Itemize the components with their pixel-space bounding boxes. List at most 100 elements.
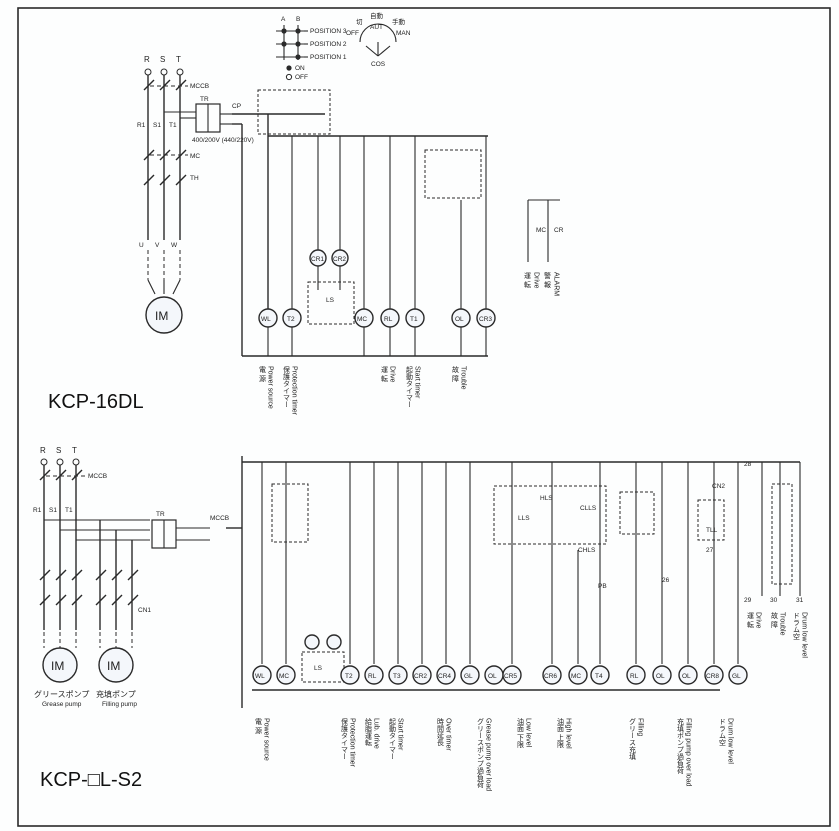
upper-coil-cr3: CR3 bbox=[479, 316, 492, 323]
lower-label-5-jp: 時間延長 bbox=[437, 718, 445, 747]
lower-coil-9: OL bbox=[488, 673, 497, 680]
upper-coil-ol: OL bbox=[455, 316, 464, 323]
terminal-28: 28 bbox=[744, 461, 752, 468]
upper-coil-rl: RL bbox=[384, 316, 393, 323]
upper-w: W bbox=[171, 242, 178, 249]
frame bbox=[17, 7, 831, 827]
lower-diagram: R S T MCCB R1 S1 T1 bbox=[33, 446, 808, 791]
side-drive-jp: 運 転 bbox=[747, 611, 755, 629]
alarm-drive-en: Drive bbox=[533, 272, 540, 288]
cos-off-en: OFF bbox=[346, 30, 359, 37]
lower-label-7-en: Low level bbox=[525, 718, 532, 748]
lower-coil-4: RL bbox=[368, 673, 377, 680]
lower-label-7-jp: 油面 下限 bbox=[517, 717, 525, 749]
terminal-30: 30 bbox=[770, 597, 778, 604]
upper-mc-label: MC bbox=[190, 153, 200, 160]
cos-aut-jp: 自動 bbox=[370, 11, 384, 20]
lower-coil-16: OL bbox=[682, 673, 691, 680]
lower-label-row: 電 源 Power source 保護タイマー Protection timer… bbox=[255, 717, 734, 791]
lower-coil-15: OL bbox=[656, 673, 665, 680]
lower-chls: CHLS bbox=[578, 547, 596, 554]
lower-label-3-jp: 給脂運転 bbox=[365, 717, 373, 747]
upper-mccb-label: MCCB bbox=[190, 83, 209, 90]
upper-coil-mc: MC bbox=[357, 316, 367, 323]
lower-phase-t: T bbox=[72, 446, 77, 455]
lower-label-9-en: Filling bbox=[637, 718, 644, 736]
upper-label-drive-jp: 運 転 bbox=[381, 365, 389, 383]
upper-label-power-en: Power source bbox=[267, 366, 274, 409]
grease-pump-motor bbox=[42, 647, 78, 683]
upper-control-circuit: CP WL T2 MC RL T1 OL CR3 bbox=[232, 89, 496, 357]
terminal-29: 29 bbox=[744, 597, 752, 604]
alarm-cr: CR bbox=[554, 227, 564, 234]
grease-motor-label: IM bbox=[51, 659, 64, 673]
lower-label-1-en: Power source bbox=[263, 718, 270, 761]
lower-coil-17: CR8 bbox=[706, 673, 719, 680]
letter-b: B bbox=[296, 16, 300, 23]
filling-pump-motor bbox=[98, 647, 134, 683]
lower-clls: CLLS bbox=[580, 505, 597, 512]
lower-label-2-jp: 保護タイマー bbox=[341, 717, 349, 760]
alarm-alarm-en: ALARM bbox=[553, 272, 560, 296]
upper-motor-label: IM bbox=[155, 309, 168, 323]
lower-hls: HLS bbox=[540, 495, 553, 502]
lower-power-section: R S T MCCB R1 S1 T1 bbox=[33, 446, 242, 708]
upper-label-power-jp: 電 源 bbox=[259, 366, 267, 383]
side-drive-en: Drive bbox=[755, 612, 762, 628]
lower-model-title: KCP-□L-S2 bbox=[40, 769, 142, 791]
alarm-alarm-jp: 警 報 bbox=[544, 271, 552, 289]
upper-label-row: 電 源 Power source 保護タイマー Protection timer… bbox=[259, 365, 467, 416]
lower-coil-14: RL bbox=[630, 673, 639, 680]
upper-label-trouble-jp: 故 障 bbox=[452, 365, 460, 383]
phase-t: T bbox=[176, 55, 181, 64]
upper-label-drive-en: Drive bbox=[389, 366, 396, 382]
upper-tr-voltage: 400/200V (440/220V) bbox=[192, 137, 254, 144]
lower-label-1-jp: 電 源 bbox=[255, 718, 263, 735]
upper-label-start-jp: 起動タイマー bbox=[406, 366, 414, 408]
lower-label-6-jp: グリースポンプ過負荷 bbox=[477, 717, 485, 789]
phase-s: S bbox=[160, 55, 165, 64]
lower-label-2-en: Protection timer bbox=[349, 718, 356, 768]
lower-phase-r: R bbox=[40, 446, 46, 455]
upper-label-prot-en: Protection timer bbox=[291, 366, 298, 416]
lower-coil-7: CR4 bbox=[438, 673, 451, 680]
position-1-label: POSITION 1 bbox=[310, 54, 347, 61]
lower-label-8-en: High level bbox=[565, 718, 572, 749]
lower-label-3-en: Lub. drive bbox=[373, 718, 380, 749]
lower-cn2: CN2 bbox=[712, 483, 725, 490]
filling-pump-jp: 充填ポンプ bbox=[96, 689, 136, 699]
lower-coil-row: WL MC T2 RL T3 CR2 CR4 GL OL CR5 CR6 MC … bbox=[252, 665, 748, 685]
terminal-31: 31 bbox=[796, 597, 804, 604]
svg-text:CR1: CR1 bbox=[311, 256, 324, 263]
lower-coil-12: MC bbox=[571, 673, 581, 680]
position-2-label: POSITION 2 bbox=[310, 41, 347, 48]
filling-motor-label: IM bbox=[107, 659, 120, 673]
lower-label-11-en: Drum low level bbox=[727, 718, 734, 764]
lower-r1: R1 bbox=[33, 507, 42, 514]
lower-label-5-en: Over timer bbox=[445, 718, 452, 751]
upper-s1: S1 bbox=[153, 122, 161, 129]
upper-tr-label: TR bbox=[200, 96, 209, 103]
cos-aut-en: AUT bbox=[370, 24, 383, 31]
upper-alarm-circuit: MC CR 運 転 Drive 警 報 ALARM bbox=[524, 199, 564, 296]
side-trouble-en: Trouble bbox=[779, 612, 786, 636]
upper-label-prot-jp: 保護タイマー bbox=[283, 365, 291, 408]
upper-r1: R1 bbox=[137, 122, 146, 129]
terminal-26: 26 bbox=[662, 577, 670, 584]
upper-t1: T1 bbox=[169, 122, 177, 129]
lower-side-block: 28 29 30 31 運 転 Drive 故 障 Trouble ドラム空 D… bbox=[744, 461, 808, 658]
filling-pump-en: Filling pump bbox=[102, 701, 137, 708]
upper-power-section: R S T MCCB R1 S1 T1 TR 400/200V (440/220 bbox=[137, 55, 254, 334]
lower-mccb2-label: MCCB bbox=[210, 515, 229, 522]
upper-diagram: A B POSITION 3 POSITION 2 POSITION 1 ON … bbox=[48, 11, 564, 416]
lower-mccb-label: MCCB bbox=[88, 473, 107, 480]
upper-u: U bbox=[139, 242, 144, 249]
lower-coil-13: T4 bbox=[595, 673, 603, 680]
lower-pb: PB bbox=[598, 583, 607, 590]
alarm-mc: MC bbox=[536, 227, 546, 234]
alarm-drive-jp: 運 転 bbox=[524, 271, 532, 289]
lower-tll: TLL bbox=[706, 527, 718, 534]
lower-label-8-jp: 油面 上限 bbox=[557, 717, 565, 749]
upper-v: V bbox=[155, 242, 160, 249]
